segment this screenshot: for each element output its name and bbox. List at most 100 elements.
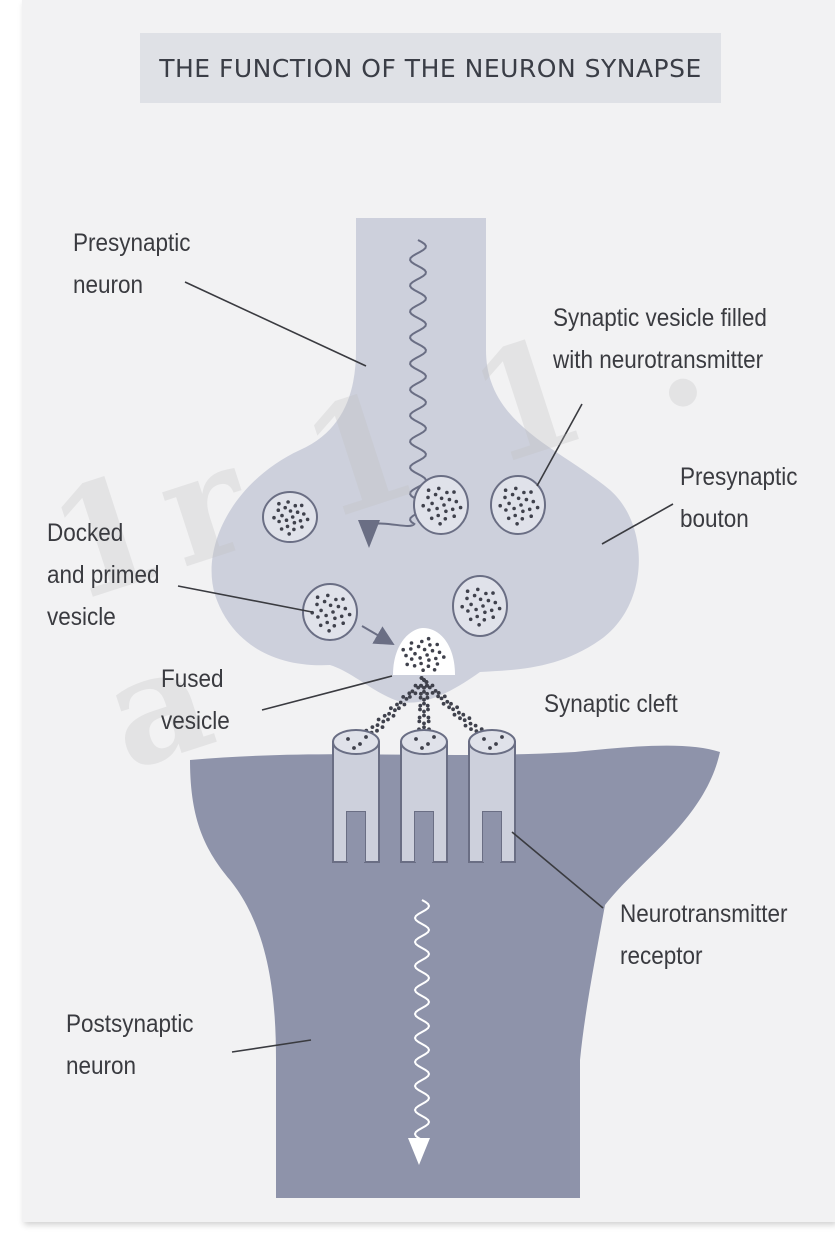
vesicle-dot <box>498 503 503 508</box>
fused-vesicle-dots <box>401 636 446 672</box>
neurotransmitter-dot <box>422 713 426 718</box>
vesicle-dot <box>503 488 508 493</box>
neurotransmitter-dot <box>410 689 415 694</box>
fused-dot <box>412 664 417 668</box>
fused-dot <box>418 656 422 660</box>
vesicle-dot <box>430 501 434 506</box>
vesicle-dot <box>474 607 478 612</box>
vesicle-dot <box>341 621 346 625</box>
receptor-top <box>400 729 448 755</box>
vesicle-dot <box>316 615 320 619</box>
vesicle-dot <box>514 486 518 491</box>
vesicle-dot <box>333 616 337 621</box>
bound-neurotransmitter-dot <box>488 746 492 750</box>
fused-dot <box>425 653 429 657</box>
neurotransmitter-dot <box>370 725 375 729</box>
vesicle-dot <box>521 509 525 514</box>
neurotransmitter-dot <box>418 695 423 700</box>
neurotransmitter-dot <box>442 694 447 699</box>
synaptic-vesicle <box>262 491 318 543</box>
neurotransmitter-dot <box>445 699 450 704</box>
neurotransmitter-dot <box>417 715 422 720</box>
neurotransmitter-dot <box>426 707 430 712</box>
vesicle-dot <box>285 524 290 529</box>
neurotransmitter-dot <box>375 723 380 727</box>
vesicle-dot <box>328 603 333 608</box>
neurotransmitter-dot <box>425 683 429 688</box>
vesicle-dot <box>524 497 529 502</box>
label-synaptic-cleft: Synaptic cleft <box>544 683 678 725</box>
bound-neurotransmitter-dot <box>414 737 418 741</box>
label-line: neuron <box>66 1052 137 1080</box>
neurotransmitter-dot <box>449 701 453 706</box>
vesicle-dot <box>452 490 456 494</box>
neurotransmitter-dot <box>425 703 430 708</box>
docking-arrow <box>361 625 395 646</box>
neurotransmitter-dot <box>381 719 386 724</box>
fused-dot <box>421 668 425 672</box>
vesicle-dot <box>465 596 469 601</box>
vesicle-dot <box>452 514 457 518</box>
label-fused-vesicle: Fused vesicle <box>161 658 230 742</box>
label-presynaptic-bouton: Presynaptic bouton <box>680 456 798 540</box>
label-line: Fused <box>161 665 224 693</box>
neurotransmitter-dot <box>422 701 426 706</box>
vesicle-dot <box>280 513 284 518</box>
neurotransmitter-dot <box>422 686 426 690</box>
label-line: neuron <box>73 271 144 299</box>
neurotransmitter-dot <box>422 709 426 714</box>
label-line: bouton <box>680 505 749 533</box>
bound-neurotransmitter-dot <box>352 746 356 750</box>
vesicle-dot <box>290 515 295 519</box>
vesicle-dot <box>527 507 532 512</box>
neurotransmitter-dot <box>422 697 426 702</box>
vesicle-dot <box>284 518 289 522</box>
vesicle-dot <box>477 623 481 627</box>
fused-dot <box>405 662 410 667</box>
neurotransmitter-dot <box>376 717 381 722</box>
neurotransmitter-dot <box>427 685 432 690</box>
vesicle-dot <box>454 499 459 504</box>
label-line: Neurotransmitter <box>620 900 788 928</box>
fused-dot <box>434 656 438 661</box>
postsynaptic-signal-arrowhead <box>408 1138 430 1165</box>
vesicle-dot <box>444 509 448 514</box>
fused-dot <box>437 650 442 655</box>
neurotransmitter-dot <box>462 718 467 723</box>
neurotransmitter-dot <box>424 680 429 684</box>
neurotransmitter-dot <box>418 707 422 712</box>
label-line: receptor <box>620 942 703 970</box>
vesicle-group <box>262 475 546 641</box>
vesicle-dot <box>468 617 473 622</box>
vesicle-dot <box>481 604 485 608</box>
fused-dot <box>426 664 431 668</box>
vesicle-dot <box>315 602 319 607</box>
neurotransmitter-dot <box>416 685 421 690</box>
bound-neurotransmitter-dot <box>426 742 430 746</box>
vesicle-dot <box>277 519 281 524</box>
vesicle-dot <box>293 503 298 508</box>
neurotransmitter-dot <box>397 706 401 711</box>
label-docked-vesicle: Docked and primed vesicle <box>47 512 160 638</box>
label-line: Synaptic cleft <box>544 690 678 718</box>
neurotransmitter-dot <box>375 728 379 733</box>
vesicle-dot <box>339 614 344 619</box>
neurotransmitter-dot <box>458 716 462 721</box>
fused-dot <box>416 644 421 649</box>
vesicle-dot <box>504 508 508 512</box>
label-postsynaptic-neuron: Postsynaptic neuron <box>66 1003 194 1087</box>
neurotransmitter-dot <box>469 727 473 731</box>
label-line: Presynaptic <box>73 229 191 257</box>
vesicle-dot <box>465 589 470 593</box>
neurotransmitter-dot <box>422 721 426 726</box>
vesicle-dot <box>476 587 480 592</box>
neurotransmitter-dot <box>389 706 393 711</box>
leader-presynaptic-neuron <box>184 281 367 367</box>
vesicle-dot <box>522 490 526 495</box>
vesicle-dot <box>491 591 495 595</box>
neurotransmitter-dot <box>404 697 409 701</box>
neurotransmitter-dot <box>382 713 387 718</box>
neurotransmitter-dot <box>380 725 385 729</box>
vesicle-dot <box>286 500 290 504</box>
label-line: and primed <box>47 561 160 589</box>
